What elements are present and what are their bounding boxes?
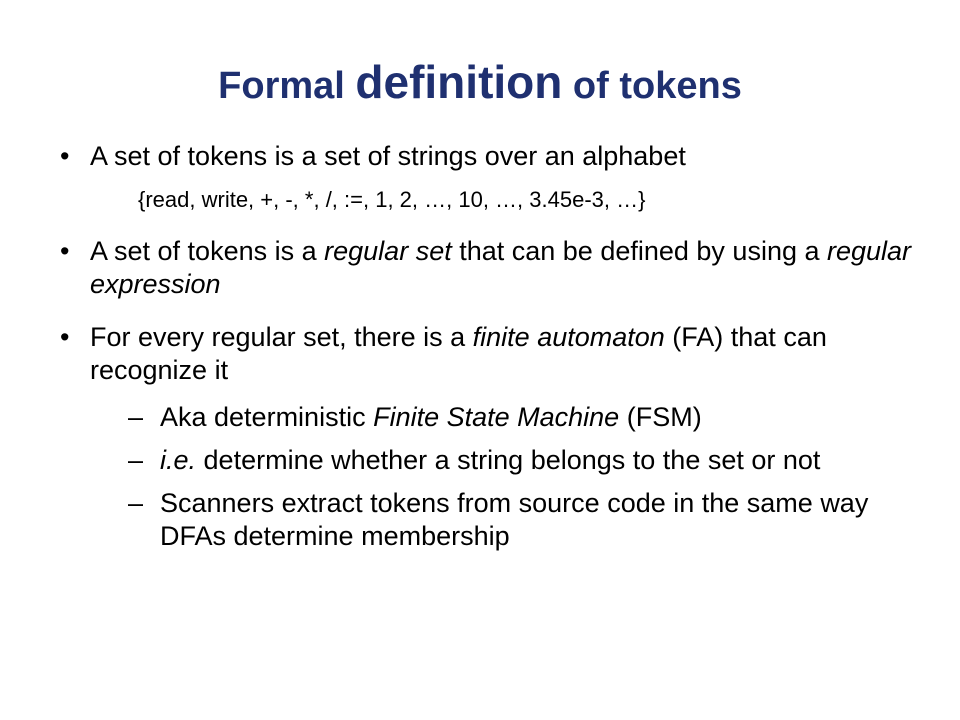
sub-bullet-scanners: – Scanners extract tokens from source co…: [90, 487, 920, 553]
term-regular-expression: regular expression: [90, 236, 912, 299]
bullet-text: For every regular set, there is a: [90, 322, 473, 352]
sub-bullet-text: Scanners extract tokens from source code…: [160, 488, 869, 551]
sub-bullet-text: determine whether a string belongs to th…: [196, 445, 821, 475]
term-regular-set: regular set: [324, 236, 452, 266]
bullet-text: that can be defined by using a: [451, 236, 827, 266]
dash-marker: –: [128, 445, 144, 475]
sub-bullet-ie: – i.e. determine whether a string belong…: [90, 444, 920, 477]
title-part-of-tokens: of tokens: [562, 65, 742, 107]
sub-bullet-text: (FSM): [619, 402, 702, 432]
bullet-list: • A set of tokens is a set of strings ov…: [60, 140, 920, 573]
bullet-marker: •: [60, 236, 70, 266]
sub-bullet-text: Aka deterministic: [160, 402, 374, 432]
bullet-marker: •: [60, 322, 70, 352]
bullet-item-finite-automaton: • For every regular set, there is a fini…: [60, 321, 920, 553]
bullet-item-alphabet: • A set of tokens is a set of strings ov…: [60, 140, 920, 215]
sub-bullet-fsm: – Aka deterministic Finite State Machine…: [90, 401, 920, 434]
term-finite-state-machine: Finite State Machine: [373, 402, 620, 432]
bullet-text: A set of tokens is a: [90, 236, 325, 266]
term-finite-automaton: finite automaton: [472, 322, 665, 352]
dash-marker: –: [128, 488, 144, 518]
bullet-text: A set of tokens is a set of strings over…: [90, 141, 686, 171]
title-part-definition: definition: [355, 56, 563, 108]
bullet-text: (FA) that can recognize it: [90, 322, 827, 385]
term-ie: i.e.: [160, 445, 197, 475]
title-part-formal: Formal: [218, 65, 356, 107]
bullet-marker: •: [60, 141, 70, 171]
alphabet-example: {read, write, +, -, *, /, :=, 1, 2, …, 1…: [138, 187, 646, 212]
dash-marker: –: [128, 402, 144, 432]
slide-title: Formal definition of tokens: [0, 52, 960, 116]
bullet-item-regular-set: • A set of tokens is a regular set that …: [60, 235, 920, 301]
